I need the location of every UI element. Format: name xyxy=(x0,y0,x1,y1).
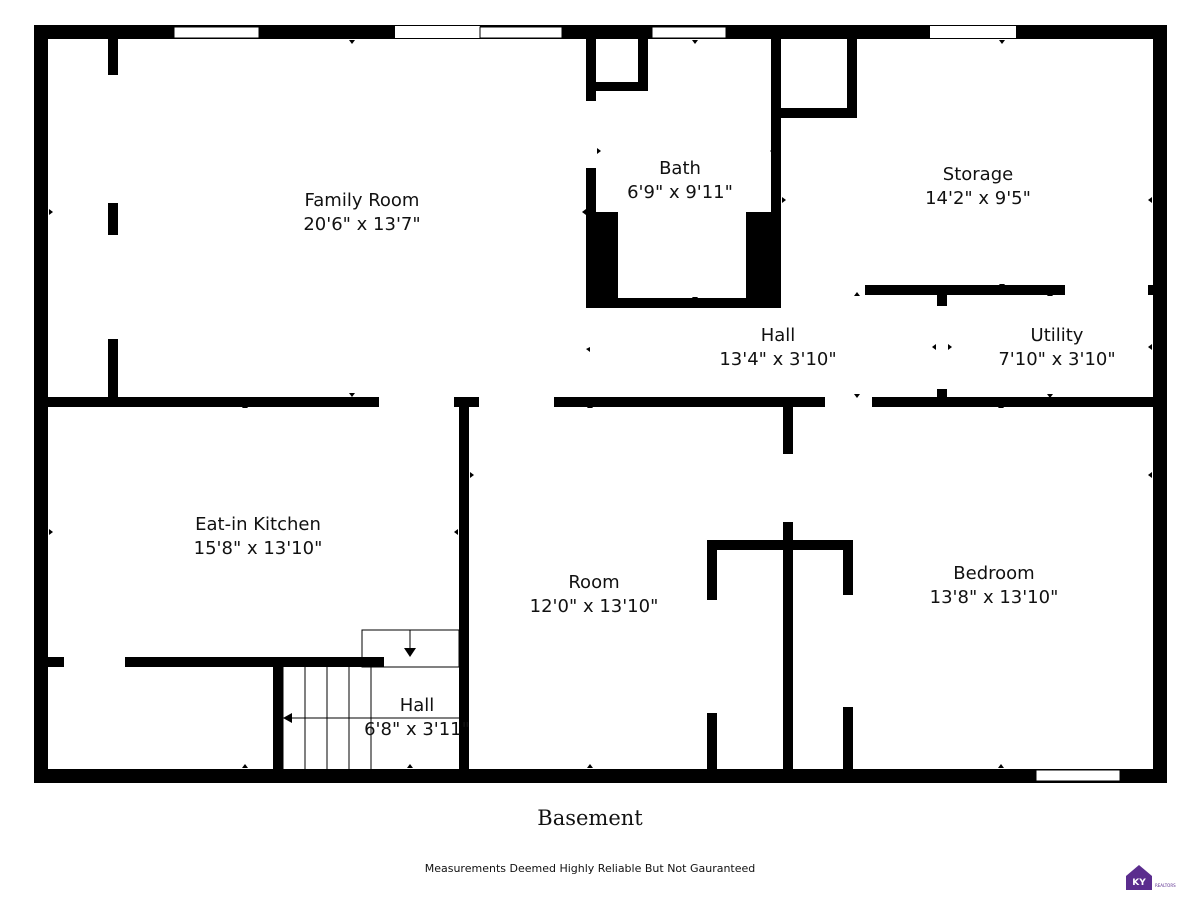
dimension-ticks xyxy=(49,40,1152,768)
room-labels: Family Room 20'6" x 13'7" Bath 6'9" x 9'… xyxy=(194,158,1116,740)
room-name: Room xyxy=(568,572,619,593)
bath-dims: 6'9" x 9'11" xyxy=(627,182,733,203)
bath-name: Bath xyxy=(659,158,701,179)
top-openings xyxy=(173,26,1016,39)
hall-lower-dims: 6'8" x 3'11" xyxy=(364,719,470,740)
house-icon xyxy=(1126,865,1152,890)
window-bath xyxy=(651,26,727,39)
room-dims: 12'0" x 13'10" xyxy=(530,596,659,617)
hall-upper-name: Hall xyxy=(761,325,796,346)
storage-name: Storage xyxy=(943,164,1013,185)
window-bedroom xyxy=(1035,769,1121,782)
bedroom-name: Bedroom xyxy=(953,563,1034,584)
family-room-dims: 20'6" x 13'7" xyxy=(303,214,420,235)
bedroom-dims: 13'8" x 13'10" xyxy=(930,587,1059,608)
utility-name: Utility xyxy=(1031,325,1084,346)
staircase xyxy=(282,629,460,769)
hall-lower-name: Hall xyxy=(400,695,435,716)
realtors-logo: KY REALTORS xyxy=(1126,865,1176,890)
window-family-room-right xyxy=(479,26,563,39)
hall-upper-dims: 13'4" x 3'10" xyxy=(719,349,836,370)
window-family-room-left xyxy=(173,26,260,39)
storage-dims: 14'2" x 9'5" xyxy=(925,188,1031,209)
family-room-name: Family Room xyxy=(305,190,420,211)
logo-text: REALTORS xyxy=(1155,883,1176,888)
floor-title: Basement xyxy=(537,806,643,830)
outer-walls xyxy=(34,25,1167,783)
interior-walls xyxy=(48,39,1153,769)
eat-in-kitchen-name: Eat-in Kitchen xyxy=(195,514,321,535)
eat-in-kitchen-dims: 15'8" x 13'10" xyxy=(194,538,323,559)
disclaimer-text: Measurements Deemed Highly Reliable But … xyxy=(424,862,756,875)
utility-dims: 7'10" x 3'10" xyxy=(998,349,1115,370)
logo-monogram: KY xyxy=(1132,878,1146,888)
